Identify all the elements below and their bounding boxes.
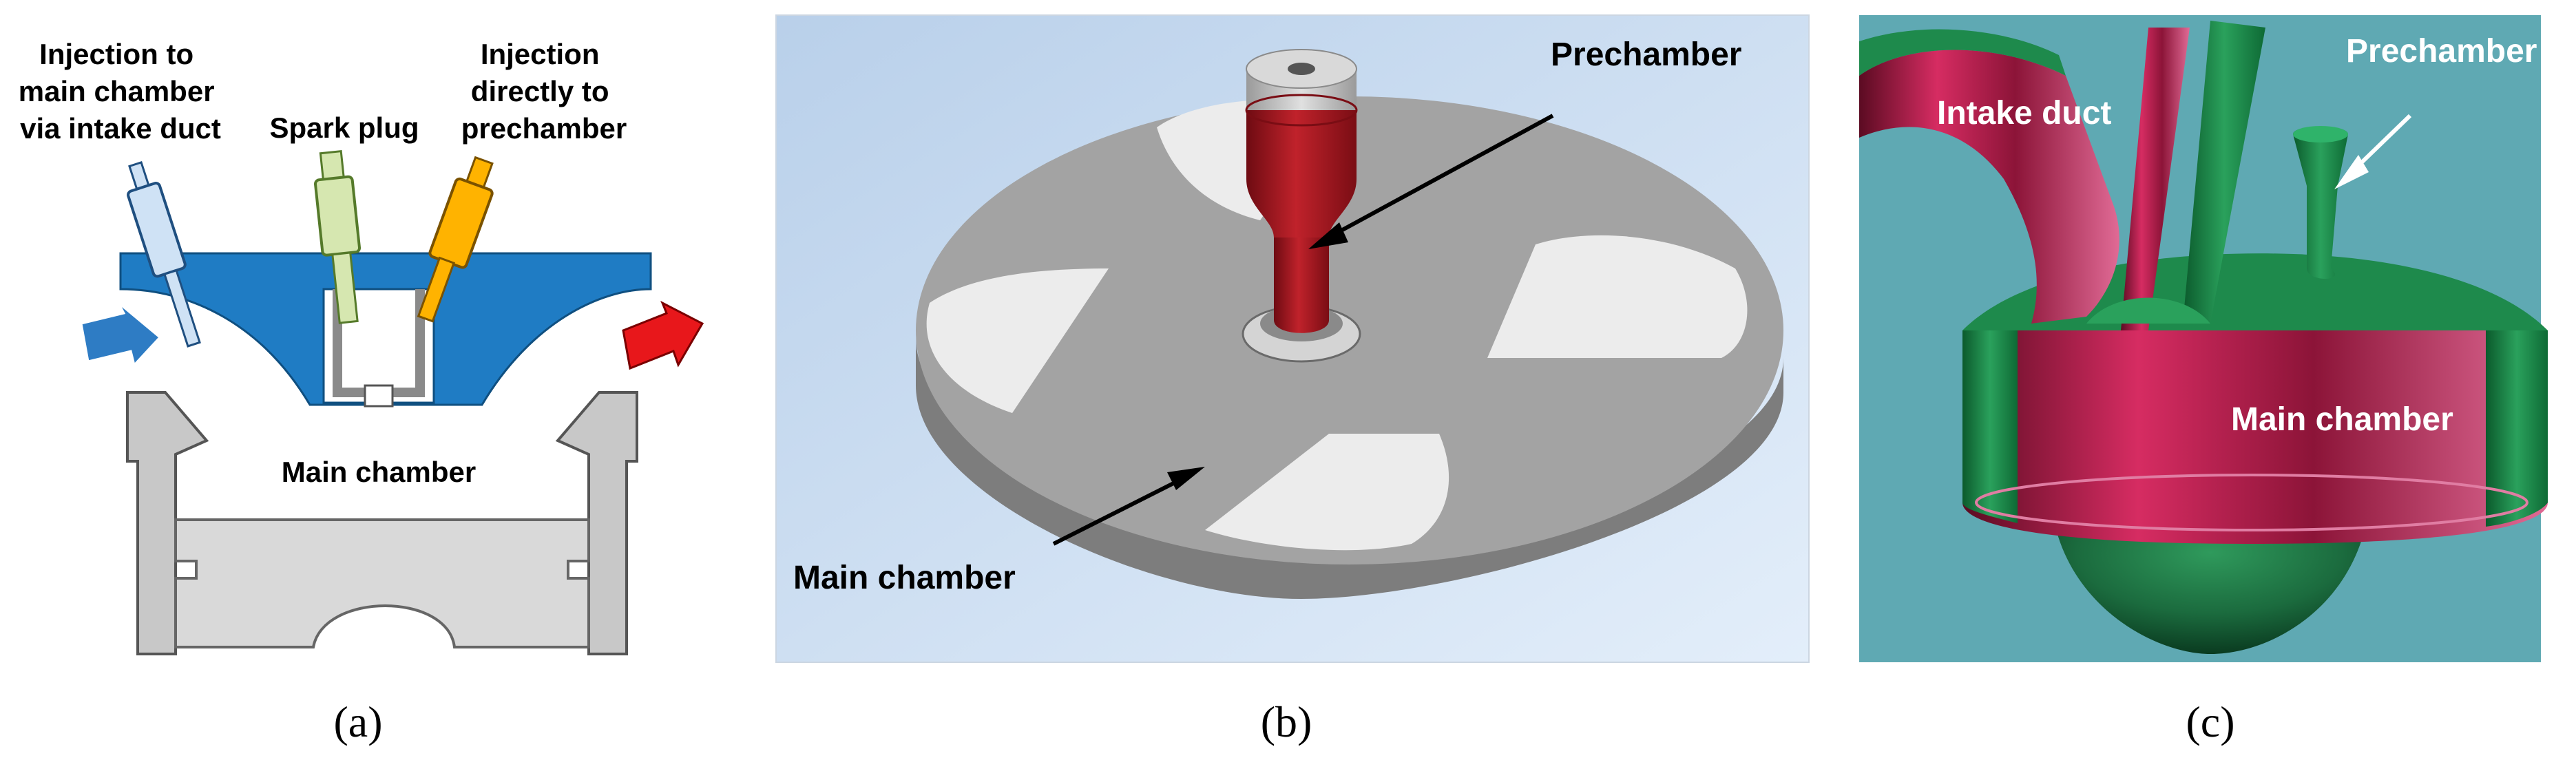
label-prechamber: Prechamber	[1551, 36, 1741, 73]
cutout-bottom	[1205, 434, 1449, 551]
main-injector	[127, 160, 201, 348]
label-main-chamber: Main chamber	[793, 560, 1016, 596]
label-main-chamber: Main chamber	[282, 456, 476, 488]
panel-b-disc-model: Prechamber Main chamber (b)	[764, 0, 1825, 760]
arrow-prechamber	[1321, 114, 1554, 243]
spark-plug	[314, 149, 362, 324]
intake-arrow	[80, 302, 162, 368]
label-prechamber: Prechamber	[2346, 33, 2537, 70]
piston	[174, 518, 590, 648]
cylinder-liner-right	[555, 391, 638, 655]
prechamber-injector	[417, 156, 494, 323]
valve-stem-2	[2183, 21, 2265, 324]
valve-stem-1	[2121, 28, 2190, 330]
disc-edge	[916, 337, 1783, 599]
exhaust-arrow	[622, 300, 704, 370]
label-injection-main: Injection to main chamber via intake duc…	[19, 38, 222, 145]
label-spark-plug: Spark plug	[269, 112, 419, 144]
caption-b: (b)	[1261, 697, 1312, 746]
panel-c-render: Prechamber Intake duct Main chamber (c)	[1825, 0, 2576, 760]
cutout-right	[1487, 235, 1748, 358]
prechamber	[2293, 126, 2348, 279]
arrow-main-chamber	[1052, 473, 1191, 546]
prechamber-body	[1274, 234, 1329, 333]
prechamber-head	[1246, 107, 1357, 237]
caption-a: (a)	[333, 697, 382, 746]
cylinder-liner-left	[126, 391, 209, 655]
caption-c: (c)	[2186, 697, 2234, 746]
piston-bowl	[2052, 509, 2369, 654]
cutout-left	[926, 268, 1109, 413]
label-injection-pre: Injection directly to prechamber	[461, 38, 627, 145]
label-main-chamber: Main chamber	[2231, 401, 2453, 438]
main-chamber-cylinder	[1962, 330, 2548, 544]
intake-duct	[1859, 50, 2119, 324]
label-intake-duct: Intake duct	[1937, 95, 2111, 131]
panel-a-schematic: Injection to main chamber via intake duc…	[0, 0, 764, 760]
